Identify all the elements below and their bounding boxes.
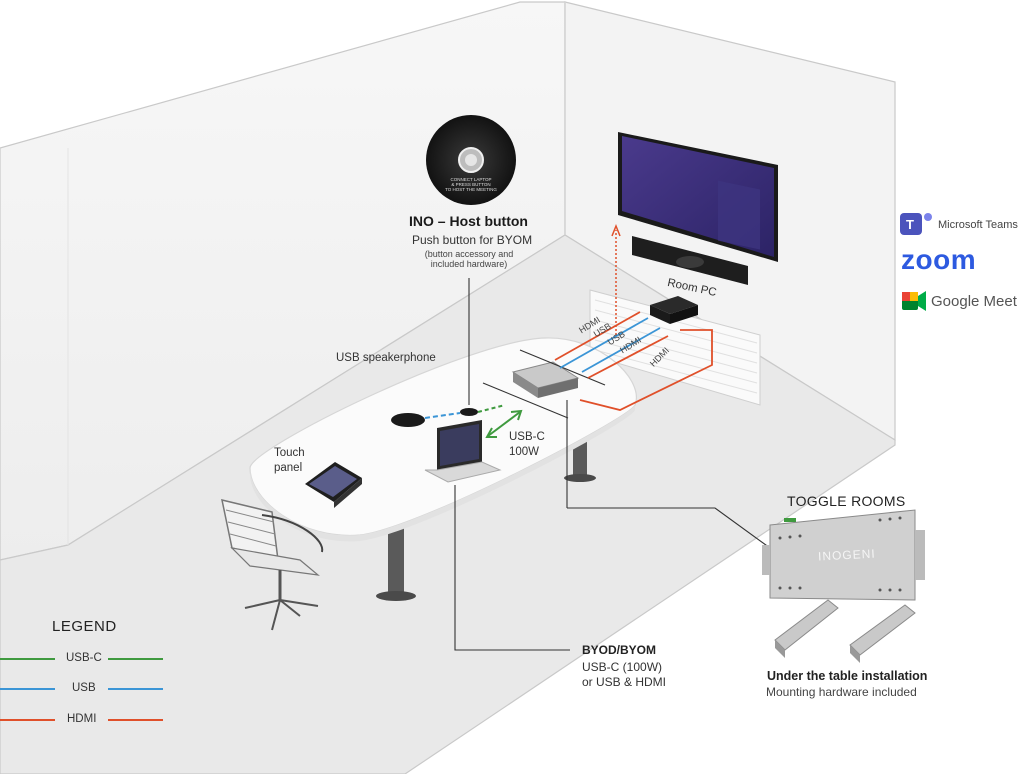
host-button-title: INO – Host button <box>409 213 528 229</box>
teams-label: Microsoft Teams <box>938 219 1018 231</box>
usbc-dashed-line <box>477 404 506 413</box>
legend-lines <box>0 658 163 721</box>
byod-line1: USB-C (100W) <box>582 660 663 674</box>
install-subtitle: Mounting hardware included <box>766 685 917 699</box>
host-button-note: (button accessory and included hardware) <box>414 249 524 269</box>
byod-line2: or USB & HDMI <box>582 675 667 689</box>
host-button-print: CONNECT LAPTOP & PRESS BUTTON TO HOST TH… <box>441 177 501 192</box>
toggle-rooms-unit-on-table <box>511 361 580 398</box>
host-button-subtitle: Push button for BYOM <box>412 233 533 247</box>
usbc-double-arrow <box>485 409 523 438</box>
touch-panel-label-line2: panel <box>274 462 303 474</box>
usb-dashed-line <box>424 412 461 419</box>
tv-display <box>618 132 778 262</box>
byod-title: BYOD/BYOM <box>582 643 657 657</box>
laptop <box>424 420 502 483</box>
install-title: Under the table installation <box>767 669 928 683</box>
host-button-note-line2: included hardware) <box>430 259 508 269</box>
teams-logo-icon: T <box>900 213 932 235</box>
zoom-logo: zoom <box>901 244 977 275</box>
room-pc <box>650 296 698 324</box>
cable-lines <box>554 311 713 411</box>
toggle-rooms-title: TOGGLE ROOMS <box>787 493 906 509</box>
host-button-print-line2: & PRESS BUTTON <box>451 182 491 187</box>
legend-title: LEGEND <box>52 618 117 635</box>
host-button-on-table <box>460 408 478 416</box>
legend-usbc-label: USB-C <box>66 652 102 664</box>
touch-panel-label: Touch panel <box>274 446 305 476</box>
video-bar <box>632 236 748 285</box>
toggle-rooms-product <box>762 509 925 601</box>
google-meet-logo-icon <box>902 291 926 311</box>
usb-speakerphone-device <box>391 413 425 427</box>
hdmi-to-tv-line <box>611 223 621 335</box>
host-button-print-line3: TO HOST THE MEETING <box>445 187 497 192</box>
radiator <box>589 289 761 406</box>
leader-lines <box>454 278 771 651</box>
office-chair <box>221 498 324 631</box>
mounting-brackets <box>774 599 916 663</box>
host-button-print-line1: CONNECT LAPTOP <box>450 177 492 182</box>
toggle-rooms-brand: INOGENI <box>817 546 876 564</box>
byod-description: USB-C (100W) or USB & HDMI <box>582 660 666 690</box>
usbc-100w-label-line1: USB-C <box>509 431 545 443</box>
table-legs <box>376 420 596 601</box>
usbc-100w-label-line2: 100W <box>509 446 540 458</box>
google-meet-label: Google Meet <box>931 293 1017 310</box>
usbc-100w-label: USB-C 100W <box>509 430 545 460</box>
svg-text:T: T <box>906 217 914 232</box>
legend-hdmi-label: HDMI <box>67 713 97 725</box>
host-button-note-line1: (button accessory and <box>424 249 514 259</box>
host-button-device <box>426 115 516 205</box>
usb-speakerphone-label: USB speakerphone <box>336 352 436 364</box>
touch-panel-device <box>305 462 362 508</box>
touch-panel-label-line1: Touch <box>274 447 305 459</box>
legend-usb-label: USB <box>72 682 96 694</box>
